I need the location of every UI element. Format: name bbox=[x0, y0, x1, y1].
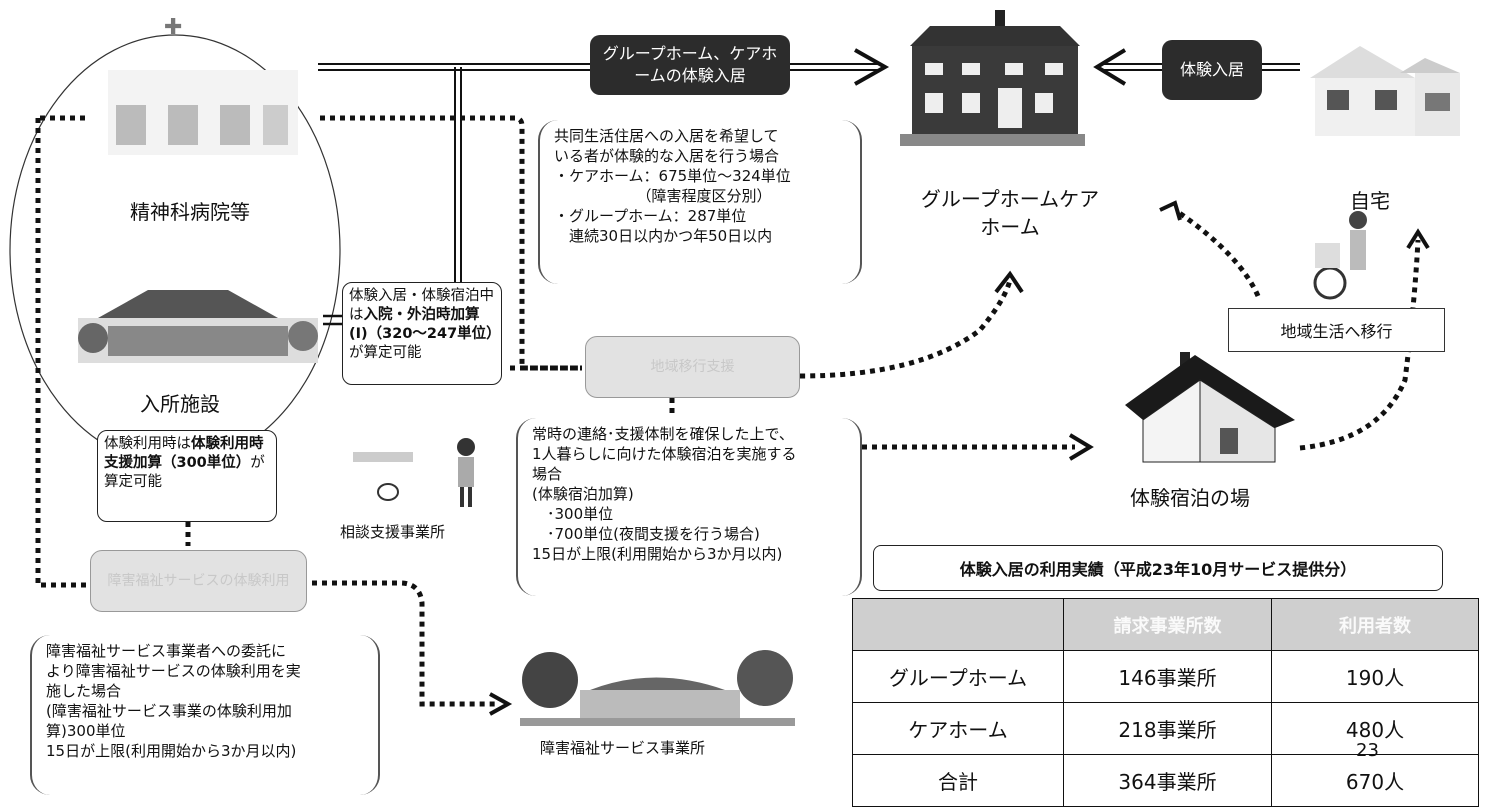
note-welfare-case: 障害福祉サービス事業者への委託に より障害福祉サービスの体験利用を実 施した場合… bbox=[30, 635, 380, 795]
arrow-to-grouphome bbox=[854, 48, 890, 86]
note-trial-stay: 常時の連絡･支援体制を確保した上で、 1人暮らしに向けた体験宿泊を実施する 場合… bbox=[516, 418, 862, 596]
note-line: 15日が上限(利用開始から3か月以内) bbox=[46, 742, 297, 760]
addition1-pre: 体験入居・体験宿泊中は bbox=[349, 288, 494, 323]
box-trial-support-addition: 体験利用時は体験利用時支援加算（300単位）が算定可能 bbox=[97, 430, 277, 522]
consultation-people-icon bbox=[348, 432, 478, 512]
note-line: 連続30日以内かつ年50日以内 bbox=[554, 227, 773, 245]
trial-house-icon bbox=[1125, 350, 1295, 465]
addition2-bold: 体験利用時支援加算（300単位） bbox=[104, 436, 264, 471]
table-cell: 670人 bbox=[1271, 754, 1479, 807]
box-community-transition: 地域移行支援 bbox=[585, 336, 800, 398]
note-line: （障害程度区分別） bbox=[554, 187, 772, 205]
box-hospitalization-addition: 体験入居・体験宿泊中は入院・外泊時加算(Ⅰ)（320～247単位） が算定可能 bbox=[342, 282, 502, 385]
table-cell: グループホーム bbox=[852, 650, 1064, 703]
table-cell: 146事業所 bbox=[1063, 650, 1272, 703]
note-line: いる者が体験的な入居を行う場合 bbox=[554, 147, 780, 165]
note-grouphome-case: 共同生活住居への入居を希望して いる者が体験的な入居を行う場合 ・ケアホーム：6… bbox=[538, 120, 862, 284]
note-line: ・ケアホーム：675単位～324単位 bbox=[554, 167, 791, 185]
label-hospital: 精神科病院等 bbox=[130, 200, 250, 224]
table-cell: ケアホーム bbox=[852, 702, 1064, 755]
arrow-up-left bbox=[1159, 200, 1182, 221]
note-line: 算)300単位 bbox=[46, 722, 126, 740]
hospital-building-icon: ✚ bbox=[88, 10, 318, 160]
pill-home-trial: 体験入居 bbox=[1162, 40, 1262, 100]
welfare-office-icon bbox=[520, 640, 795, 730]
addition2-post: が算定可能 bbox=[104, 455, 265, 490]
table-header-cell: 利用者数 bbox=[1271, 598, 1479, 651]
table-header-cell: 請求事業所数 bbox=[1063, 598, 1272, 651]
label-home: 自宅 bbox=[1350, 189, 1390, 213]
table-cell: 480人 bbox=[1271, 702, 1479, 755]
table-row: 合計 364事業所 670人 bbox=[852, 754, 1479, 807]
table-row: グループホーム 146事業所 190人 bbox=[852, 650, 1479, 703]
home-house-icon bbox=[1305, 38, 1465, 138]
wheelchair-person-icon bbox=[1300, 208, 1380, 303]
table-header-cell bbox=[852, 598, 1064, 651]
box-transition: 地域生活へ移行 bbox=[1228, 308, 1445, 352]
box-service-trial: 障害福祉サービスの体験利用 bbox=[90, 550, 307, 612]
note-line: 障害福祉サービス事業者への委託に bbox=[46, 642, 287, 660]
arrow-home-to-grouphome bbox=[1093, 48, 1127, 86]
label-consult-office: 相談支援事業所 bbox=[340, 523, 446, 541]
table-cell: 190人 bbox=[1271, 650, 1479, 703]
label-welfare-office: 障害福祉サービス事業所 bbox=[540, 739, 706, 757]
note-line: ・グループホーム：287単位 bbox=[554, 207, 747, 225]
note-line: 施した場合 bbox=[46, 682, 122, 700]
table-cell: 218事業所 bbox=[1063, 702, 1272, 755]
label-grouphome: グループホームケアホーム bbox=[920, 187, 1100, 239]
note-line: (体験宿泊加算) bbox=[532, 485, 634, 503]
table-title: 体験入居の利用実績（平成23年10月サービス提供分） bbox=[873, 545, 1443, 591]
note-line: (障害福祉サービス事業の体験利用加 bbox=[46, 702, 292, 720]
grouphome-house-icon bbox=[890, 8, 1090, 153]
table-cell: 合計 bbox=[852, 754, 1064, 807]
arrow-to-grouphome-2 bbox=[994, 270, 1024, 294]
note-line: ･300単位 bbox=[532, 505, 614, 523]
note-line: 場合 bbox=[532, 465, 563, 483]
note-line: 共同生活住居への入居を希望して bbox=[554, 127, 779, 145]
usage-table: 請求事業所数 利用者数 グループホーム 146事業所 190人 ケアホーム 21… bbox=[852, 598, 1479, 807]
facility-building-icon bbox=[78, 268, 318, 368]
note-line: 常時の連絡･支援体制を確保した上で、 bbox=[532, 425, 794, 443]
note-line: より障害福祉サービスの体験利用を実 bbox=[46, 662, 301, 680]
arrow-to-home bbox=[1406, 228, 1430, 250]
pill-grouphome-trial: グループホーム、ケアホームの体験入居 bbox=[590, 35, 790, 95]
note-line: 15日が上限(利用開始から3か月以内) bbox=[532, 545, 783, 563]
label-trial-place: 体験宿泊の場 bbox=[1130, 486, 1250, 510]
note-line: 1人暮らしに向けた体験宿泊を実施する bbox=[532, 445, 797, 463]
addition1-post: が算定可能 bbox=[349, 345, 422, 361]
table-row: ケアホーム 218事業所 480人 bbox=[852, 702, 1479, 755]
table-header-row: 請求事業所数 利用者数 bbox=[852, 598, 1479, 651]
arrow-to-welfare bbox=[489, 692, 513, 716]
addition2-pre: 体験利用時は bbox=[104, 436, 191, 452]
label-facility: 入所施設 bbox=[140, 392, 220, 416]
arrow-to-trialplace bbox=[1068, 433, 1094, 461]
page-number: 23 bbox=[1356, 740, 1379, 761]
svg-text:✚: ✚ bbox=[164, 15, 182, 40]
note-line: ･700単位(夜間支援を行う場合) bbox=[532, 525, 760, 543]
addition1-bold: 入院・外泊時加算(Ⅰ)（320～247単位） bbox=[349, 307, 501, 342]
table-cell: 364事業所 bbox=[1063, 754, 1272, 807]
